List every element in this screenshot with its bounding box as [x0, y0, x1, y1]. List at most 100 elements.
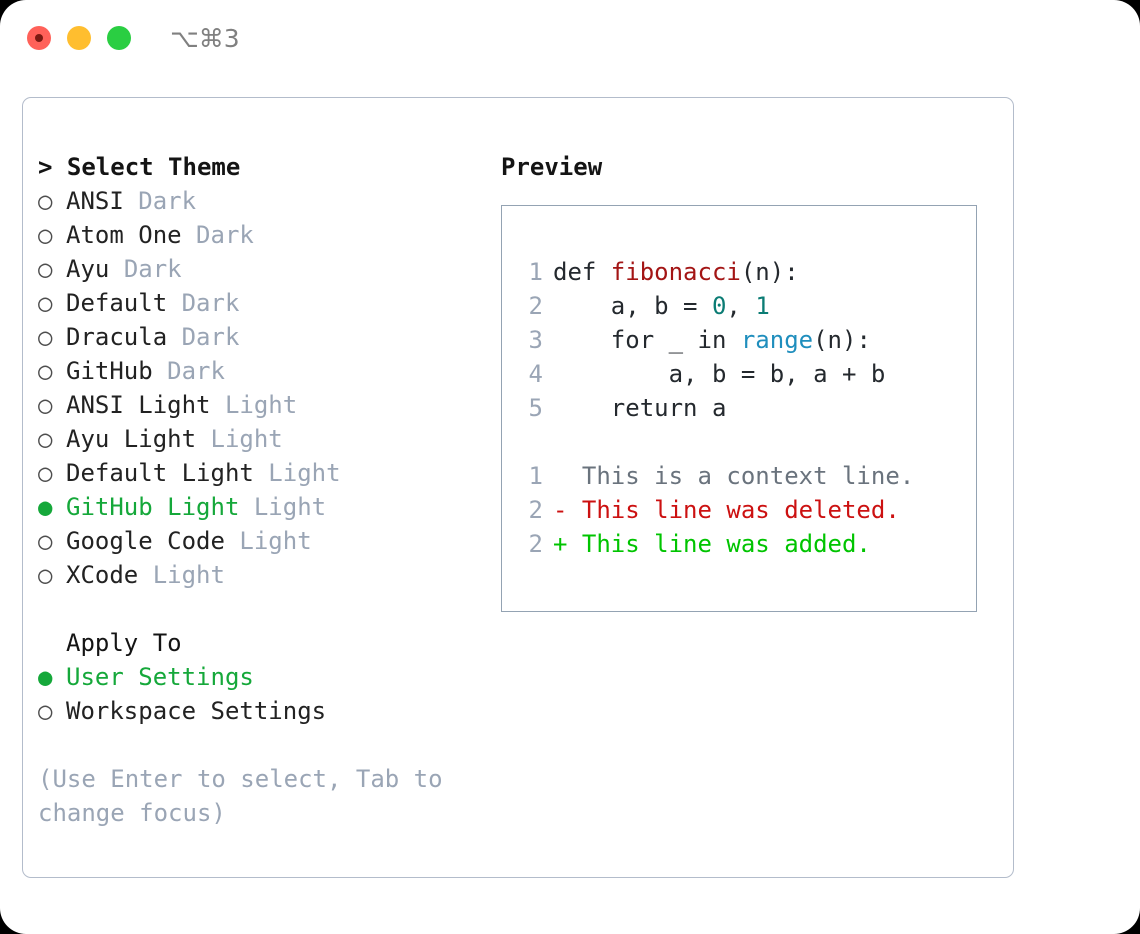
theme-option-github-light[interactable]: ● GitHub Light Light [38, 490, 488, 524]
spacer [167, 289, 181, 317]
code-line: 2 a, b = 0, 1 [515, 289, 976, 323]
close-button[interactable] [27, 26, 51, 50]
zoom-button[interactable] [107, 26, 131, 50]
theme-option-label: GitHub Light [66, 493, 240, 521]
line-number: 3 [528, 326, 543, 354]
code-line: 1 def fibonacci(n): [515, 255, 976, 289]
theme-category-tag: Dark [181, 289, 240, 317]
theme-option-label: ANSI Light [66, 391, 211, 419]
theme-category-tag: Dark [123, 255, 182, 283]
theme-option-google-code[interactable]: ○Google Code Light [38, 524, 488, 558]
keyboard-hint-text: (Use Enter to select, Tab to change focu… [38, 765, 443, 827]
spacer [153, 357, 167, 385]
theme-option-github[interactable]: ○GitHub Dark [38, 354, 488, 388]
spacer [167, 323, 181, 351]
diff-line-add: 2 + This line was added. [515, 527, 976, 561]
radio-unselected-icon: ○ [38, 697, 53, 725]
preview-header: Preview [501, 153, 603, 181]
theme-category-tag: Light [239, 527, 312, 555]
radio-unselected-icon: ○ [38, 221, 53, 249]
spacer [211, 391, 225, 419]
code-token: (n): [740, 258, 799, 286]
code-token: 0 [711, 292, 727, 320]
radio-unselected-icon: ○ [38, 561, 53, 589]
radio-selected-icon: ● [38, 663, 53, 691]
theme-option-label: GitHub [66, 357, 153, 385]
line-number: 2 [528, 496, 543, 524]
spacer [225, 527, 239, 555]
code-line: 3 for _ in range(n): [515, 323, 976, 357]
theme-category-tag: Dark [167, 357, 225, 385]
minimize-button[interactable] [67, 26, 91, 50]
theme-option-label: XCode [66, 561, 139, 589]
code-token: a, b = [553, 292, 712, 320]
spacer [182, 221, 196, 249]
theme-option-label: Default [66, 289, 168, 317]
radio-unselected-icon: ○ [38, 391, 53, 419]
line-number: 1 [528, 462, 543, 490]
code-token: 1 [755, 292, 770, 320]
code-token: return a [553, 394, 727, 422]
code-token: (n): [813, 326, 871, 354]
radio-unselected-icon: ○ [38, 425, 53, 453]
theme-option-default-light[interactable]: ○ Default Light Light [38, 456, 488, 490]
line-number: 2 [528, 530, 543, 558]
theme-category-tag: Light [152, 561, 225, 589]
theme-option-dracula[interactable]: ○Dracula Dark [38, 320, 488, 354]
code-token: range [740, 326, 814, 354]
radio-unselected-icon: ○ [38, 187, 53, 215]
theme-option-ansi-light[interactable]: ○ ANSI Light Light [38, 388, 488, 422]
select-theme-header: > Select Theme [38, 153, 241, 181]
apply-to-option-workspace-settings[interactable]: ○Workspace Settings [38, 694, 488, 728]
line-number: 5 [528, 394, 543, 422]
theme-option-label: Ayu [66, 255, 110, 283]
line-number: 4 [528, 360, 543, 388]
apply-to-option-user-settings[interactable]: ●User Settings [38, 660, 488, 694]
theme-option-label: ANSI [66, 187, 124, 215]
theme-category-tag: Light [224, 391, 298, 419]
theme-option-label: Default Light [66, 459, 254, 487]
diff-line-text: + This line was added. [553, 530, 871, 558]
code-token: fibonacci [610, 258, 741, 286]
keyboard-shortcut-label: ⌥⌘3 [170, 24, 240, 53]
theme-category-tag: Light [210, 425, 283, 453]
spacer [239, 493, 253, 521]
spacer [124, 187, 138, 215]
spacer [196, 425, 210, 453]
line-number: 2 [528, 292, 543, 320]
spacer [109, 255, 123, 283]
theme-category-tag: Dark [196, 221, 254, 249]
diff-line-text: This is a context line. [553, 462, 915, 490]
theme-option-ayu-light[interactable]: ○ Ayu Light Light [38, 422, 488, 456]
theme-option-default[interactable]: ○Default Dark [38, 286, 488, 320]
radio-selected-icon: ● [38, 493, 53, 521]
theme-list[interactable]: ○ANSI Dark○Atom One Dark○Ayu Dark○Defaul… [38, 184, 488, 592]
dialog-panel: > Select Theme ○ANSI Dark○Atom One Dark○… [22, 97, 1014, 878]
code-line: 5 return a [515, 391, 976, 425]
title-bar: ⌥⌘3 [0, 0, 1140, 78]
theme-category-tag: Light [253, 493, 327, 521]
code-line: 4 a, b = b, a + b [515, 357, 976, 391]
theme-option-ansi[interactable]: ○ANSI Dark [38, 184, 488, 218]
diff-line-ctx: 1 This is a context line. [515, 459, 976, 493]
theme-option-ayu[interactable]: ○ Ayu Dark [38, 252, 488, 286]
diff-line-text: - This line was deleted. [553, 496, 900, 524]
code-token: def [553, 258, 611, 286]
theme-option-atom-one[interactable]: ○ Atom One Dark [38, 218, 488, 252]
code-diff-separator [515, 425, 976, 459]
theme-option-label: Atom One [66, 221, 182, 249]
line-number: 1 [528, 258, 543, 286]
apply-to-header: Apply To [66, 629, 182, 657]
radio-unselected-icon: ○ [38, 255, 53, 283]
radio-unselected-icon: ○ [38, 323, 53, 351]
apply-to-list[interactable]: ●User Settings○Workspace Settings [38, 660, 488, 728]
theme-option-label: Ayu Light [66, 425, 197, 453]
radio-unselected-icon: ○ [38, 527, 53, 555]
code-token: , [726, 292, 756, 320]
radio-unselected-icon: ○ [38, 459, 53, 487]
theme-option-xcode[interactable]: ○ XCode Light [38, 558, 488, 592]
theme-category-tag: Light [268, 459, 341, 487]
